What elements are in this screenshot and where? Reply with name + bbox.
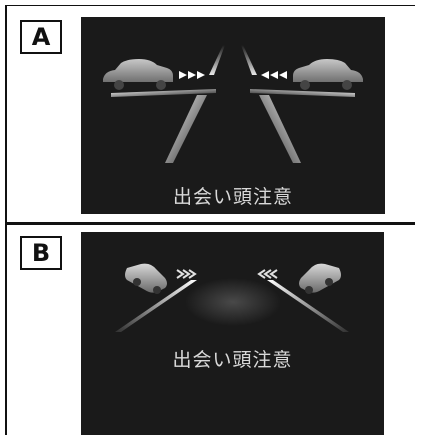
section-divider	[5, 222, 415, 225]
car-left-icon	[103, 59, 173, 90]
lane-line-icon	[115, 280, 349, 332]
arrow-right-icon	[179, 71, 205, 79]
car-right-icon	[293, 59, 363, 90]
center-glow	[185, 278, 281, 326]
arrow-left-icon	[257, 269, 278, 279]
section-label-a: A	[20, 20, 62, 54]
display-panel-b: 出会い頭注意	[81, 232, 384, 435]
top-border-line	[5, 5, 415, 6]
left-border-line	[5, 5, 7, 435]
warning-caption-b: 出会い頭注意	[172, 349, 293, 371]
arrow-left-icon	[261, 71, 287, 79]
display-panel-a: 出会い頭注意	[81, 17, 385, 214]
car-right-icon	[299, 263, 341, 294]
intersection-illustration-a	[103, 45, 363, 163]
warning-caption-a: 出会い頭注意	[172, 186, 293, 208]
lane-line-icon	[209, 45, 257, 75]
section-label-b: B	[20, 236, 62, 270]
intersection-illustration-b	[115, 263, 349, 332]
arrow-right-icon	[176, 269, 197, 279]
car-left-icon	[125, 263, 167, 294]
